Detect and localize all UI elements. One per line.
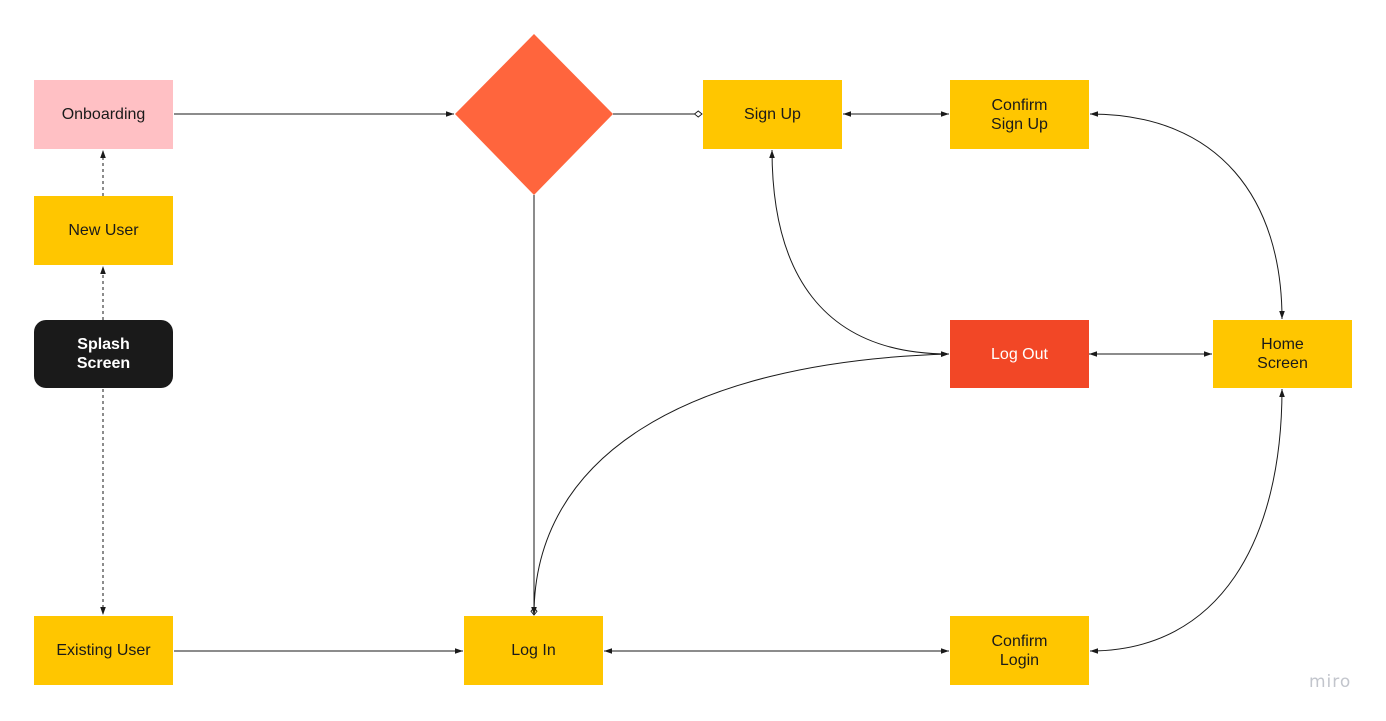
node-label: Existing User: [56, 642, 151, 659]
node-label: Splash Screen: [76, 336, 131, 372]
node-log-out[interactable]: Log Out: [950, 320, 1089, 388]
node-confirm-sign-up[interactable]: Confirm Sign Up: [950, 80, 1089, 149]
node-new-user[interactable]: New User: [34, 196, 173, 265]
node-onboarding[interactable]: Onboarding: [34, 80, 173, 149]
node-label: New User: [68, 222, 139, 239]
node-home-screen[interactable]: Home Screen: [1213, 320, 1352, 388]
node-label: Log Out: [991, 345, 1048, 363]
decision-diamond[interactable]: [455, 34, 613, 195]
node-label: Confirm Sign Up: [991, 96, 1048, 133]
edge-log-out-to-sign-up: [769, 149, 950, 357]
node-splash-screen[interactable]: Splash Screen: [34, 320, 173, 388]
node-confirm-login[interactable]: Confirm Login: [950, 616, 1089, 685]
node-log-in[interactable]: Log In: [464, 616, 603, 685]
edge-confirm-login-to-home: [1089, 388, 1285, 654]
node-label: Log In: [511, 642, 556, 659]
node-label: Home Screen: [1257, 336, 1308, 372]
node-existing-user[interactable]: Existing User: [34, 616, 173, 685]
miro-watermark: miro: [1309, 672, 1352, 692]
edge-confirm-sign-up-to-home: [1089, 111, 1285, 320]
node-label: Confirm Login: [991, 632, 1048, 669]
node-sign-up[interactable]: Sign Up: [703, 80, 842, 149]
node-label: Sign Up: [744, 106, 801, 123]
edge-log-out-to-log-in: [531, 351, 950, 616]
node-label: Onboarding: [61, 106, 146, 123]
